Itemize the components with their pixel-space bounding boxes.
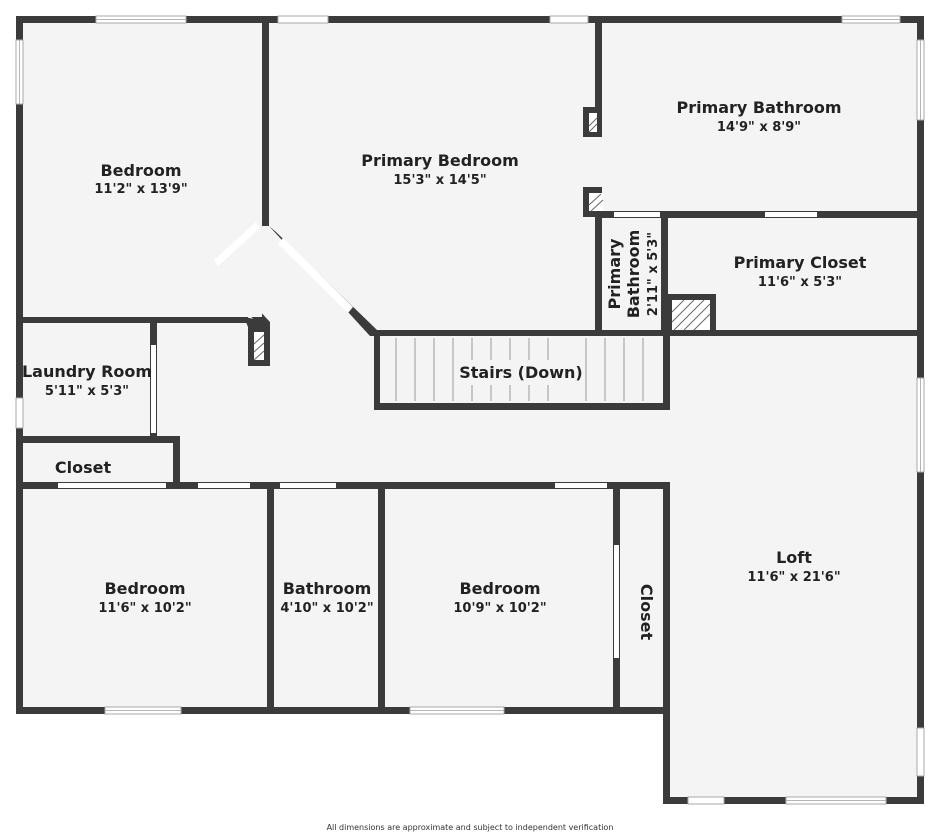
windows <box>15 15 925 805</box>
bathroom-name: Bathroom <box>283 579 372 598</box>
primary-bathroom-small-name-1: Primary <box>605 238 624 309</box>
primary-closet-dims: 11'6" x 5'3" <box>758 275 842 290</box>
bedroom-s-dims: 10'9" x 10'2" <box>453 601 546 616</box>
loft-dims: 11'6" x 21'6" <box>747 570 840 585</box>
primary-closet-name: Primary Closet <box>734 253 867 272</box>
primary-bathroom-small-name-2: Bathroom <box>624 230 643 319</box>
stairs-label: Stairs (Down) <box>459 363 583 382</box>
primary-bathroom-dims: 14'9" x 8'9" <box>717 120 801 135</box>
bedroom-nw-name: Bedroom <box>100 161 181 180</box>
primary-bedroom-name: Primary Bedroom <box>361 151 519 170</box>
bathroom-dims: 4'10" x 10'2" <box>280 601 373 616</box>
room-interiors <box>23 23 917 707</box>
door-openings <box>58 212 817 658</box>
laundry-room-dims: 5'11" x 5'3" <box>45 384 129 399</box>
room-labels: Bedroom 11'2" x 13'9" Primary Bedroom 15… <box>22 98 867 640</box>
primary-bedroom-dims: 15'3" x 14'5" <box>393 173 486 188</box>
laundry-room-name: Laundry Room <box>22 362 152 381</box>
bedroom-s-name: Bedroom <box>459 579 540 598</box>
primary-bathroom-small-dims: 2'11" x 5'3" <box>646 232 661 316</box>
bedroom-nw-dims: 11'2" x 13'9" <box>94 182 187 197</box>
disclaimer-footer: All dimensions are approximate and subje… <box>327 823 614 832</box>
closet-west-name: Closet <box>55 458 112 477</box>
loft-name: Loft <box>776 548 812 567</box>
hatched-chases <box>253 113 711 361</box>
bedroom-sw-dims: 11'6" x 10'2" <box>98 601 191 616</box>
stairs-treads <box>395 338 644 401</box>
primary-bathroom-name: Primary Bathroom <box>676 98 841 117</box>
bedroom-sw-name: Bedroom <box>104 579 185 598</box>
closet-vertical-name: Closet <box>637 584 656 641</box>
